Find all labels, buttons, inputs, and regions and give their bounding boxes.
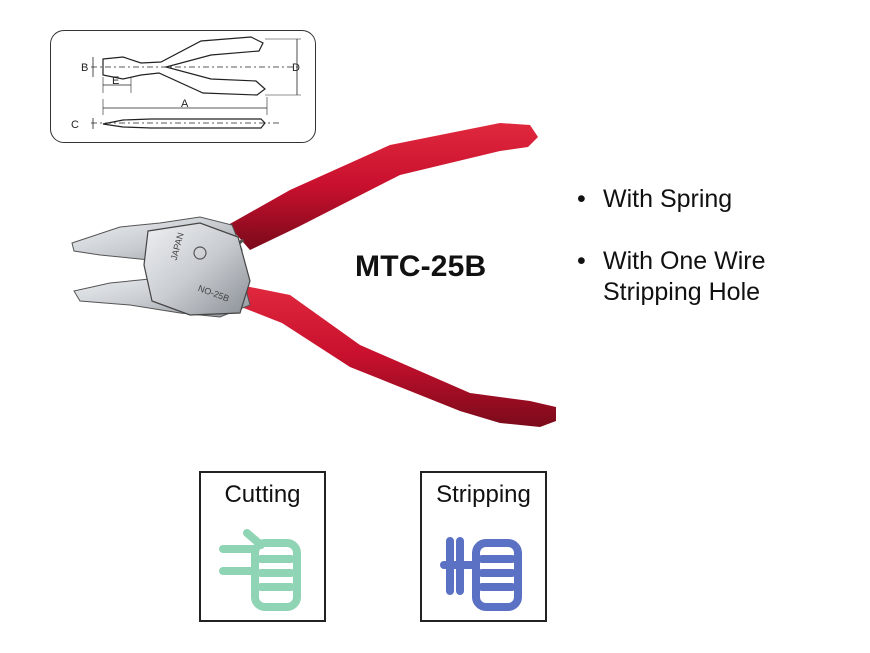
dimension-drawing: D B E A C xyxy=(71,36,301,131)
stripping-hand-icon xyxy=(440,537,522,611)
lower-handle xyxy=(236,285,556,427)
dim-label-a: A xyxy=(181,98,189,110)
dimension-diagram: D B E A C xyxy=(50,30,316,143)
feature-text-line-1: With One Wire xyxy=(603,247,766,275)
function-stripping: Stripping xyxy=(420,471,547,622)
bullet-icon: • xyxy=(577,185,586,213)
dim-label-e: E xyxy=(112,75,119,87)
upper-handle xyxy=(228,123,538,250)
feature-text-line-2: Stripping Hole xyxy=(603,278,761,306)
dim-label-c: C xyxy=(71,119,79,131)
dim-label-d: D xyxy=(292,62,300,74)
bullet-icon: • xyxy=(577,247,586,275)
cutting-hand-icon xyxy=(219,529,301,611)
function-cutting: Cutting xyxy=(199,471,326,622)
feature-spring: • With Spring xyxy=(577,184,733,215)
dim-label-b: B xyxy=(81,62,88,74)
feature-text: With Spring xyxy=(603,185,733,213)
model-title: MTC-25B xyxy=(355,250,487,283)
pliers-image: JAPAN NO-25B xyxy=(60,105,570,450)
feature-stripping-hole: • With One Wire Stripping Hole xyxy=(577,246,766,308)
function-label: Cutting xyxy=(224,481,301,508)
function-label: Stripping xyxy=(436,481,531,508)
